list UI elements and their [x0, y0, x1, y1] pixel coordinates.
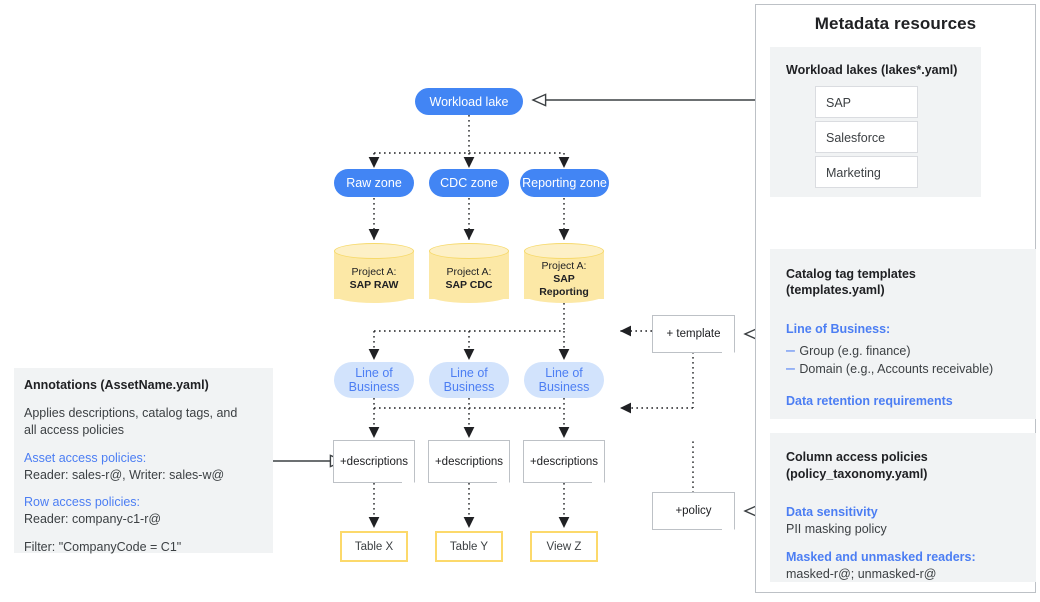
node-raw-zone-label: Raw zone — [346, 176, 402, 190]
lake-item-sap[interactable]: SAP — [815, 86, 918, 118]
folded-corner-icon — [497, 470, 510, 483]
lob-2-label: Line of Business — [443, 366, 495, 394]
project-raw-line2: SAP RAW — [349, 279, 399, 291]
templates-bullet-domain-label: Domain (e.g., Accounts receivable) — [799, 362, 994, 376]
annotations-card — [14, 368, 273, 553]
annotations-heading: Annotations (AssetName.yaml) — [24, 378, 209, 392]
template-note-label: + template — [666, 328, 721, 340]
node-project-sap-reporting[interactable]: Project A: SAP Reporting — [524, 243, 604, 303]
templates-bullet-group-label: Group (e.g. finance) — [799, 344, 911, 358]
templates-bullet-domain: – Domain (e.g., Accounts receivable) — [786, 360, 1032, 378]
annotations-row-accent: Row access policies: — [24, 495, 141, 509]
node-table-y[interactable]: Table Y — [435, 531, 503, 562]
node-policy-note[interactable]: +policy — [652, 492, 735, 530]
policies-text-pii: PII masking policy — [786, 522, 887, 536]
templates-bullet-group: – Group (e.g. finance) — [786, 342, 1026, 360]
node-descriptions-3[interactable]: +descriptions — [523, 440, 605, 483]
annotations-filter-text: Filter: "CompanyCode = C1" — [24, 540, 182, 554]
node-workload-lake-label: Workload lake — [429, 94, 509, 109]
templates-heading-line1: Catalog tag templates — [786, 267, 916, 281]
node-descriptions-1[interactable]: +descriptions — [333, 440, 415, 483]
lake-item-marketing[interactable]: Marketing — [815, 156, 918, 188]
cylinder-bottom — [334, 287, 414, 303]
metadata-panel-title: Metadata resources — [814, 14, 977, 33]
cylinder-bottom — [429, 287, 509, 303]
project-rep-line3: Reporting — [539, 285, 589, 298]
project-rep-line2: SAP — [553, 272, 575, 285]
policies-accent-readers: Masked and unmasked readers: — [786, 550, 976, 564]
cylinder-label: Project A: SAP RAW — [334, 255, 414, 303]
table-y-label: Table Y — [449, 540, 489, 553]
project-rep-line1: Project A: — [541, 259, 587, 272]
node-line-of-business-2[interactable]: Line of Business — [429, 362, 509, 398]
policies-accent-sensitivity: Data sensitivity — [786, 505, 878, 519]
node-cdc-zone-label: CDC zone — [440, 176, 498, 190]
cylinder-bottom — [524, 287, 604, 303]
column-access-policies-card — [770, 433, 1036, 582]
node-template-note[interactable]: + template — [652, 315, 735, 353]
catalog-tag-templates-card — [770, 249, 1036, 419]
node-workload-lake[interactable]: Workload lake — [415, 88, 523, 115]
cylinder-label: Project A: SAP Reporting — [524, 255, 604, 303]
node-reporting-zone-label: Reporting zone — [522, 176, 607, 190]
annotations-row-text: Reader: company-c1-r@ — [24, 512, 162, 526]
lob-3-label: Line of Business — [538, 366, 590, 394]
annotations-asset-accent: Asset access policies: — [24, 451, 147, 465]
folded-corner-icon — [592, 470, 605, 483]
descriptions-2-label: +descriptions — [434, 455, 504, 468]
project-raw-line1: Project A: — [351, 266, 397, 278]
folded-corner-icon — [722, 517, 735, 530]
cylinder-top — [524, 243, 604, 259]
node-line-of-business-3[interactable]: Line of Business — [524, 362, 604, 398]
descriptions-3-label: +descriptions — [529, 455, 599, 468]
table-x-label: Table X — [354, 540, 394, 553]
node-descriptions-2[interactable]: +descriptions — [428, 440, 510, 483]
node-project-sap-cdc[interactable]: Project A: SAP CDC — [429, 243, 509, 303]
folded-corner-icon — [722, 340, 735, 353]
project-cdc-line2: SAP CDC — [445, 279, 493, 291]
annotations-desc-line1: Applies descriptions, catalog tags, and — [24, 406, 238, 420]
lob-1-label: Line of Business — [348, 366, 400, 394]
node-raw-zone[interactable]: Raw zone — [334, 169, 414, 197]
templates-accent-retention: Data retention requirements — [786, 394, 953, 408]
project-cdc-line1: Project A: — [446, 266, 492, 278]
workload-lakes-heading: Workload lakes (lakes*.yaml) — [786, 63, 958, 77]
policy-note-label: +policy — [675, 505, 712, 517]
node-table-x[interactable]: Table X — [340, 531, 408, 562]
bullet-dash-icon: – — [786, 342, 795, 359]
cylinder-top — [429, 243, 509, 259]
bullet-dash-icon: – — [786, 360, 795, 377]
policies-heading-line2: (policy_taxonomy.yaml) — [786, 467, 928, 481]
templates-accent-lob: Line of Business: — [786, 322, 891, 336]
node-reporting-zone[interactable]: Reporting zone — [520, 169, 609, 197]
folded-corner-icon — [402, 470, 415, 483]
lake-item-salesforce[interactable]: Salesforce — [815, 121, 918, 153]
policies-heading-line1: Column access policies — [786, 450, 928, 464]
policies-text-readers: masked-r@; unmasked-r@ — [786, 567, 937, 581]
node-view-z[interactable]: View Z — [530, 531, 598, 562]
view-z-label: View Z — [546, 540, 582, 553]
templates-heading-line2: (templates.yaml) — [786, 283, 885, 297]
annotations-asset-text: Reader: sales-r@, Writer: sales-w@ — [24, 468, 225, 482]
cylinder-top — [334, 243, 414, 259]
node-project-sap-raw[interactable]: Project A: SAP RAW — [334, 243, 414, 303]
node-line-of-business-1[interactable]: Line of Business — [334, 362, 414, 398]
descriptions-1-label: +descriptions — [339, 455, 409, 468]
node-cdc-zone[interactable]: CDC zone — [429, 169, 509, 197]
cylinder-label: Project A: SAP CDC — [429, 255, 509, 303]
annotations-desc-line2: all access policies — [24, 423, 125, 437]
